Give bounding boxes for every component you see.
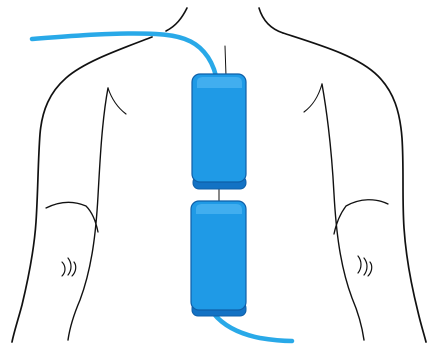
right-armpit-line bbox=[334, 200, 388, 234]
lower-pad-body bbox=[191, 201, 246, 310]
right-elbow-marks bbox=[358, 256, 372, 276]
neck-left-line bbox=[166, 8, 187, 31]
lower-pad-highlight bbox=[196, 204, 242, 214]
left-armpit-line bbox=[46, 202, 98, 232]
lower-electrode-pad bbox=[191, 201, 246, 316]
upper-cable bbox=[32, 33, 216, 76]
left-scapula-line bbox=[108, 88, 126, 114]
lower-cable bbox=[214, 314, 292, 341]
upper-electrode-pad bbox=[192, 74, 246, 189]
neck-right-line bbox=[259, 8, 283, 33]
electrode-cables bbox=[32, 33, 292, 341]
upper-pad-highlight bbox=[197, 77, 242, 88]
right-shoulder-line bbox=[283, 33, 426, 342]
left-torso-side bbox=[68, 88, 108, 340]
upper-pad-body bbox=[192, 74, 246, 182]
left-elbow-marks bbox=[62, 258, 76, 276]
right-torso-side bbox=[322, 84, 364, 340]
right-scapula-line bbox=[304, 84, 322, 112]
